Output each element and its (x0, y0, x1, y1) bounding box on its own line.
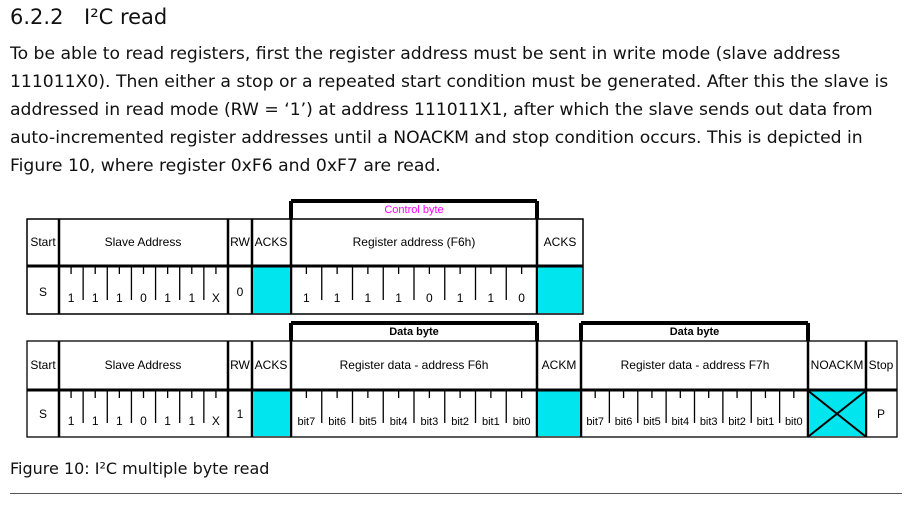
row1-start-header: Start (30, 235, 56, 249)
row2-data2-bit-value: bit4 (671, 416, 689, 428)
section-number: 6.2.2 (10, 5, 64, 29)
body-paragraph: To be able to read registers, first the … (10, 40, 905, 180)
row1-reg-bit-value: 0 (518, 291, 525, 305)
row2-data1-header: Register data - address F6h (340, 358, 489, 372)
row2-data2-header: Register data - address F7h (621, 358, 770, 372)
row1-reg-bit-value: 1 (457, 291, 464, 305)
row1-reg-bit-value: 1 (365, 291, 372, 305)
row2-data2-bit-value: bit1 (757, 416, 775, 428)
row2-stop-header: Stop (869, 358, 894, 372)
bottom-rule (10, 493, 902, 494)
row2-slave-header: Slave Address (105, 358, 182, 372)
row1-slave-bit-value: 1 (116, 291, 123, 305)
row1-reg-bit-value: 1 (303, 291, 310, 305)
row2-slave-bit-value: 1 (188, 414, 195, 428)
paragraph-line: 111011X0). Then either a stop or a repea… (10, 72, 889, 92)
row2-slave-bit-value: 1 (92, 414, 99, 428)
row2-rw-header: RW (230, 358, 250, 372)
row2-data1-bit-value: bit7 (298, 416, 316, 428)
row1-acks-cell (253, 267, 290, 313)
row1-frame-outline (26, 218, 584, 315)
row2-noackm-cross (808, 390, 866, 437)
row2-data2-bit-value: bit5 (643, 416, 661, 428)
figure-caption: Figure 10: I²C multiple byte read (10, 459, 270, 478)
row2-noackm-header: NOACKM (811, 358, 864, 372)
row2-data2-bit-value: bit6 (615, 416, 633, 428)
row1-start-bit: S (39, 285, 47, 299)
row2-start-bit: S (39, 407, 47, 421)
data-byte-bracket-1-label: Data byte (389, 326, 439, 338)
section-heading: 6.2.2 I²C read (10, 5, 167, 29)
row1-reg-bit-value: 1 (334, 291, 341, 305)
row1-acks-cell (538, 267, 582, 313)
row1-reg-bit-value: 0 (426, 291, 433, 305)
row2-slave-bit-value: X (212, 414, 220, 428)
row2-ackm-header: ACKM (542, 358, 577, 372)
row2-data2-bit-value: bit0 (785, 416, 803, 428)
row2-data1-bit-value: bit3 (421, 416, 439, 428)
row1-acks-header: ACKS (255, 235, 288, 249)
row1-acks-header: ACKS (544, 235, 577, 249)
row1-slave-bit-value: 1 (92, 291, 99, 305)
row2-slave-bit-value: 1 (164, 414, 171, 428)
row2-start-header: Start (30, 358, 56, 372)
row2-data1-bit-value: bit6 (328, 416, 346, 428)
row2-slave-bit-value: 1 (116, 414, 123, 428)
row1-reg-bit-value: 1 (395, 291, 402, 305)
section-title: I²C read (84, 5, 168, 29)
row2-data2-bit-value: bit2 (728, 416, 746, 428)
row2-data1-bit-value: bit1 (482, 416, 500, 428)
paragraph-line: addressed in read mode (RW = ‘1’) at add… (10, 100, 873, 120)
row2-data1-bit-value: bit2 (451, 416, 469, 428)
row2-slave-bit-value: 1 (68, 414, 75, 428)
row1-slave-bit-value: 0 (140, 291, 147, 305)
paragraph-line: To be able to read registers, first the … (10, 44, 841, 64)
row2-data1-bit-value: bit4 (390, 416, 408, 428)
row1-rw-bit: 0 (237, 285, 244, 299)
row2-acks-cell (253, 391, 290, 436)
row2-data2-bit-value: bit3 (700, 416, 718, 428)
row1-rw-header: RW (230, 235, 250, 249)
row1-slave-header: Slave Address (105, 235, 182, 249)
row2-data2-bit-value: bit7 (586, 416, 604, 428)
row2-acks-header: ACKS (255, 358, 288, 372)
row2-stop-bit: P (877, 407, 885, 421)
row1-reg-header: Register address (F6h) (353, 235, 476, 249)
row2-data1-bit-value: bit0 (513, 416, 531, 428)
row2-rw-bit: 1 (237, 407, 244, 421)
paragraph-line: Figure 10, where register 0xF6 and 0xF7 … (10, 156, 441, 176)
row1-slave-bit-value: 1 (68, 291, 75, 305)
data-byte-bracket-2-label: Data byte (670, 326, 720, 338)
row2-ackm-cell (538, 391, 580, 436)
row1-slave-bit-value: X (212, 291, 220, 305)
row1-slave-bit-value: 1 (188, 291, 195, 305)
paragraph-line: auto-incremented register addresses unti… (10, 128, 863, 148)
row1-slave-bit-value: 1 (164, 291, 171, 305)
row2-frame-outline (26, 340, 898, 438)
row2-data1-bit-value: bit5 (359, 416, 377, 428)
row2-slave-bit-value: 0 (140, 414, 147, 428)
control-byte-bracket-label: Control byte (384, 204, 443, 216)
row1-reg-bit-value: 1 (488, 291, 495, 305)
